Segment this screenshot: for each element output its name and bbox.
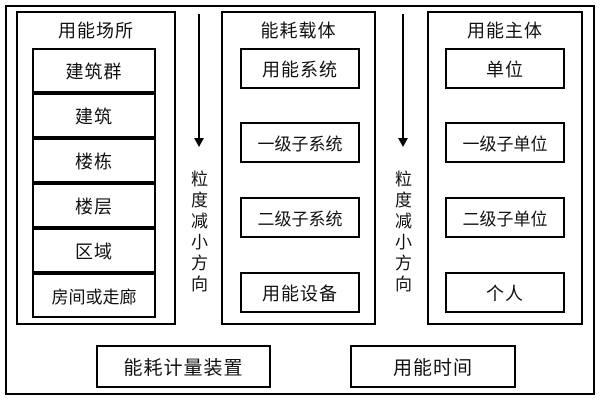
node-zone[interactable]: 区域 [32, 228, 156, 273]
granularity-caption-1: 粒度减小方向 [188, 170, 207, 296]
down-arrow-icon-1-shaft [198, 14, 200, 140]
node-level-2-subsystem[interactable]: 二级子系统 [240, 197, 360, 238]
column-title-energy-use-subject: 用能主体 [467, 21, 543, 41]
column-title-energy-use-place: 用能场所 [58, 21, 134, 41]
node-energy-use-time[interactable]: 用能时间 [350, 345, 516, 388]
node-building[interactable]: 建筑 [32, 93, 156, 138]
node-building-group[interactable]: 建筑群 [32, 48, 156, 93]
node-room-or-corridor[interactable]: 房间或走廊 [32, 273, 156, 318]
node-level-2-subunit[interactable]: 二级子单位 [445, 197, 565, 238]
down-arrow-icon-2-shaft [402, 14, 404, 140]
node-individual[interactable]: 个人 [445, 272, 565, 313]
diagram-outer-frame [5, 5, 595, 395]
node-building-block[interactable]: 楼栋 [32, 138, 156, 183]
node-metering-device[interactable]: 能耗计量装置 [96, 345, 271, 388]
granularity-caption-2: 粒度减小方向 [392, 170, 411, 296]
node-level-1-subunit[interactable]: 一级子单位 [445, 122, 565, 163]
node-floor[interactable]: 楼层 [32, 183, 156, 228]
node-energy-use-equipment[interactable]: 用能设备 [240, 272, 360, 313]
node-energy-use-system[interactable]: 用能系统 [240, 48, 360, 89]
down-arrow-icon-1-head [194, 138, 204, 147]
node-unit[interactable]: 单位 [445, 48, 565, 89]
down-arrow-icon-2-head [398, 138, 408, 147]
node-level-1-subsystem[interactable]: 一级子系统 [240, 122, 360, 163]
column-title-energy-consumption-carrier: 能耗载体 [260, 21, 337, 41]
